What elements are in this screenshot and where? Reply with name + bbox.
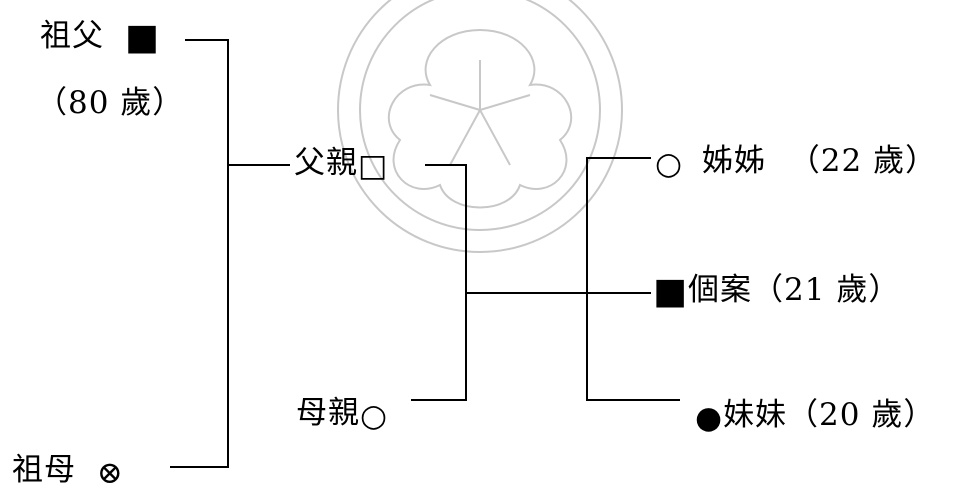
siblings-connector bbox=[586, 157, 680, 401]
older-sister-label: 姊姊 bbox=[701, 143, 766, 179]
subject-label: 個案（21 歲） bbox=[688, 272, 901, 308]
older-sister-age: （22 歲） bbox=[788, 143, 938, 179]
grandmother-node: 祖母 ⊗ bbox=[12, 452, 124, 491]
younger-sister-node: ●妹妹（20 歲） bbox=[695, 397, 935, 436]
younger-sister-label: 妹妹（20 歲） bbox=[723, 397, 936, 433]
grandmother-female-deceased-symbol: ⊗ bbox=[96, 455, 124, 491]
mother-node: 母親○ bbox=[296, 395, 388, 434]
older-sister-node: ○ 姊姊 （22 歲） bbox=[655, 143, 937, 182]
father-label: 父親 bbox=[294, 145, 358, 181]
grandmother-label: 祖母 bbox=[12, 452, 76, 488]
father-node: 父親□ bbox=[294, 145, 388, 184]
grandfather-age: （80 歲） bbox=[36, 85, 185, 121]
grandparents-connector bbox=[170, 39, 229, 468]
older-sister-female-symbol: ○ bbox=[655, 146, 684, 182]
subject-male-identified-symbol: ■ bbox=[653, 271, 689, 312]
mother-female-symbol: ○ bbox=[360, 398, 389, 434]
mother-label: 母親 bbox=[296, 395, 360, 431]
younger-sister-female-deceased-symbol: ● bbox=[695, 400, 724, 436]
grandfather-male-deceased-symbol: ■ bbox=[124, 17, 160, 58]
grandfather-label: 祖父 bbox=[40, 18, 104, 54]
parents-connector bbox=[411, 164, 467, 401]
subject-node: ■個案（21 歲） bbox=[653, 272, 900, 310]
father-male-symbol: □ bbox=[358, 148, 389, 184]
grandfather-node: 祖父 ■ bbox=[40, 18, 160, 56]
